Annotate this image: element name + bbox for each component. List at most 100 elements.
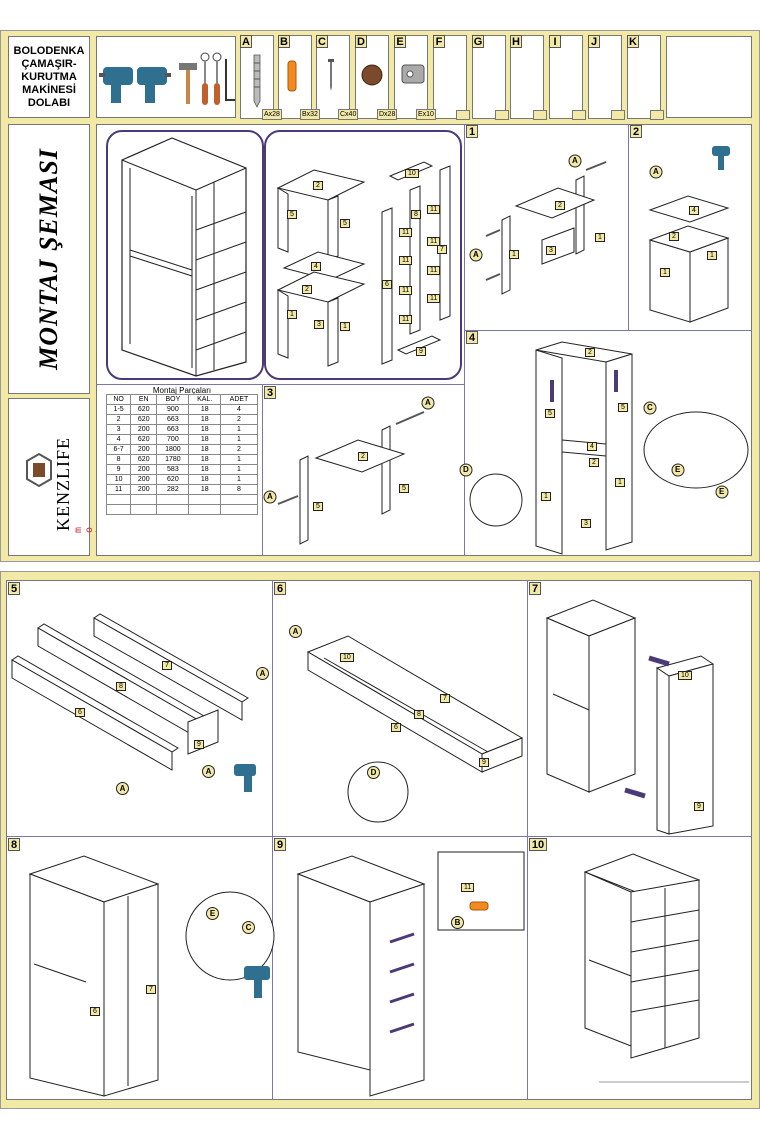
dowel-screw-icon xyxy=(253,54,261,108)
step-number-8: 8 xyxy=(8,838,20,851)
part-tag: 3 xyxy=(581,519,591,528)
part-tag: 9 xyxy=(194,740,204,749)
callout-label-a: A xyxy=(473,250,479,259)
brand-box: KENZLIFE m o b i l y a xyxy=(8,398,150,556)
callout-e xyxy=(671,463,685,477)
part-letter-h: H xyxy=(510,35,522,48)
part-tag: 2 xyxy=(669,232,679,241)
part-tag: 8 xyxy=(411,210,421,219)
part-tag: 1 xyxy=(660,268,670,277)
callout-label-e: E xyxy=(675,465,681,474)
part-tag: 11 xyxy=(399,228,413,237)
part-tag: 2 xyxy=(302,285,312,294)
part-cell-h xyxy=(510,35,544,119)
drill-icon xyxy=(99,67,133,103)
allen-key-icon xyxy=(225,59,235,101)
bracket-icon xyxy=(401,64,425,84)
wood-dowel-icon xyxy=(287,60,297,92)
part-tag: 5 xyxy=(399,484,409,493)
part-tag: 3 xyxy=(546,246,556,255)
callout-label-a: A xyxy=(425,398,431,407)
part-qty-e: Ex10 xyxy=(416,109,436,120)
part-tag: 2 xyxy=(589,458,599,467)
cap-cover-icon xyxy=(361,64,383,86)
screwdriver-icon xyxy=(200,52,210,105)
part-tag: 6 xyxy=(391,723,401,732)
callout-label-c: C xyxy=(647,403,653,412)
title-line: MAKİNESİ xyxy=(22,83,76,96)
part-tag: 5 xyxy=(313,502,323,511)
brand-hexagon-icon xyxy=(26,452,52,488)
callout-label-d: D xyxy=(367,766,380,779)
assembled-cabinet-drawing xyxy=(121,137,247,377)
divider-line xyxy=(464,330,752,331)
drill-icon xyxy=(234,764,256,792)
part-tag: 4 xyxy=(311,262,321,271)
part-cell-j xyxy=(588,35,622,119)
drill-icon xyxy=(137,67,171,103)
callout-a xyxy=(649,165,663,179)
table-cell xyxy=(105,504,132,515)
part-tag: 1 xyxy=(707,251,717,260)
divider-line xyxy=(6,836,752,837)
parts-table-header: NO EN BOY KAL. ADET xyxy=(105,394,258,405)
divider-line xyxy=(628,124,629,330)
callout-c xyxy=(643,401,657,415)
part-tag: 1 xyxy=(541,492,551,501)
callout-label-b: B xyxy=(451,916,464,929)
part-tag: 11 xyxy=(399,286,413,295)
step-number-10: 10 xyxy=(529,838,547,851)
part-qty-c: Cx40 xyxy=(338,109,359,120)
part-tag: 7 xyxy=(146,985,156,994)
table-row xyxy=(105,494,258,505)
callout-a xyxy=(421,396,435,410)
title-line: KURUTMA xyxy=(21,70,77,83)
part-letter-c: C xyxy=(316,35,328,48)
part-letter-f: F xyxy=(433,35,445,48)
part-cell-i xyxy=(549,35,583,119)
step-5-drawing xyxy=(11,613,256,792)
part-tag: 4 xyxy=(689,206,699,215)
wood-dowel-icon xyxy=(469,901,489,911)
part-letter-e: E xyxy=(394,35,406,48)
part-tag: 10 xyxy=(678,671,692,680)
callout-e xyxy=(715,485,729,499)
step-number-1: 1 xyxy=(466,125,478,138)
callout-label-a: A xyxy=(267,492,273,501)
callout-label-a: A xyxy=(572,156,578,165)
step-9-drawing xyxy=(296,851,525,1097)
parts-table-caption: Montaj Parçaları xyxy=(152,386,212,395)
callout-label-a: A xyxy=(256,667,269,680)
screw-icon xyxy=(328,59,334,91)
part-tag: 4 xyxy=(587,442,597,451)
step-8-drawing xyxy=(28,855,275,1097)
divider-line xyxy=(272,580,273,1100)
callout-label-e: E xyxy=(206,907,219,920)
qty-tab-empty xyxy=(572,110,586,120)
part-tag: 6 xyxy=(382,280,392,289)
part-tag: 11 xyxy=(461,883,475,892)
part-tag: 11 xyxy=(399,315,413,324)
part-letter-g: G xyxy=(472,35,484,48)
part-letter-a: A xyxy=(240,35,252,48)
divider-line xyxy=(262,384,263,556)
part-tag: 6 xyxy=(90,1007,100,1016)
part-cell-blank xyxy=(666,36,752,118)
side-title-box: MONTAJ ŞEMASI xyxy=(8,124,90,394)
part-qty-a: Ax28 xyxy=(262,109,282,120)
part-tag: 10 xyxy=(340,653,354,662)
part-tag: 8 xyxy=(116,682,126,691)
callout-label-c: C xyxy=(242,921,255,934)
part-letter-j: J xyxy=(588,35,600,48)
qty-tab-empty xyxy=(533,110,547,120)
title-line: DOLABI xyxy=(27,96,71,109)
part-tag: 7 xyxy=(437,245,447,254)
part-tag: 2 xyxy=(358,452,368,461)
step-number-9: 9 xyxy=(274,838,286,851)
divider-line xyxy=(527,580,528,1100)
hammer-icon xyxy=(179,63,197,104)
qty-tab-empty xyxy=(456,110,470,120)
step-number-3: 3 xyxy=(264,386,276,399)
